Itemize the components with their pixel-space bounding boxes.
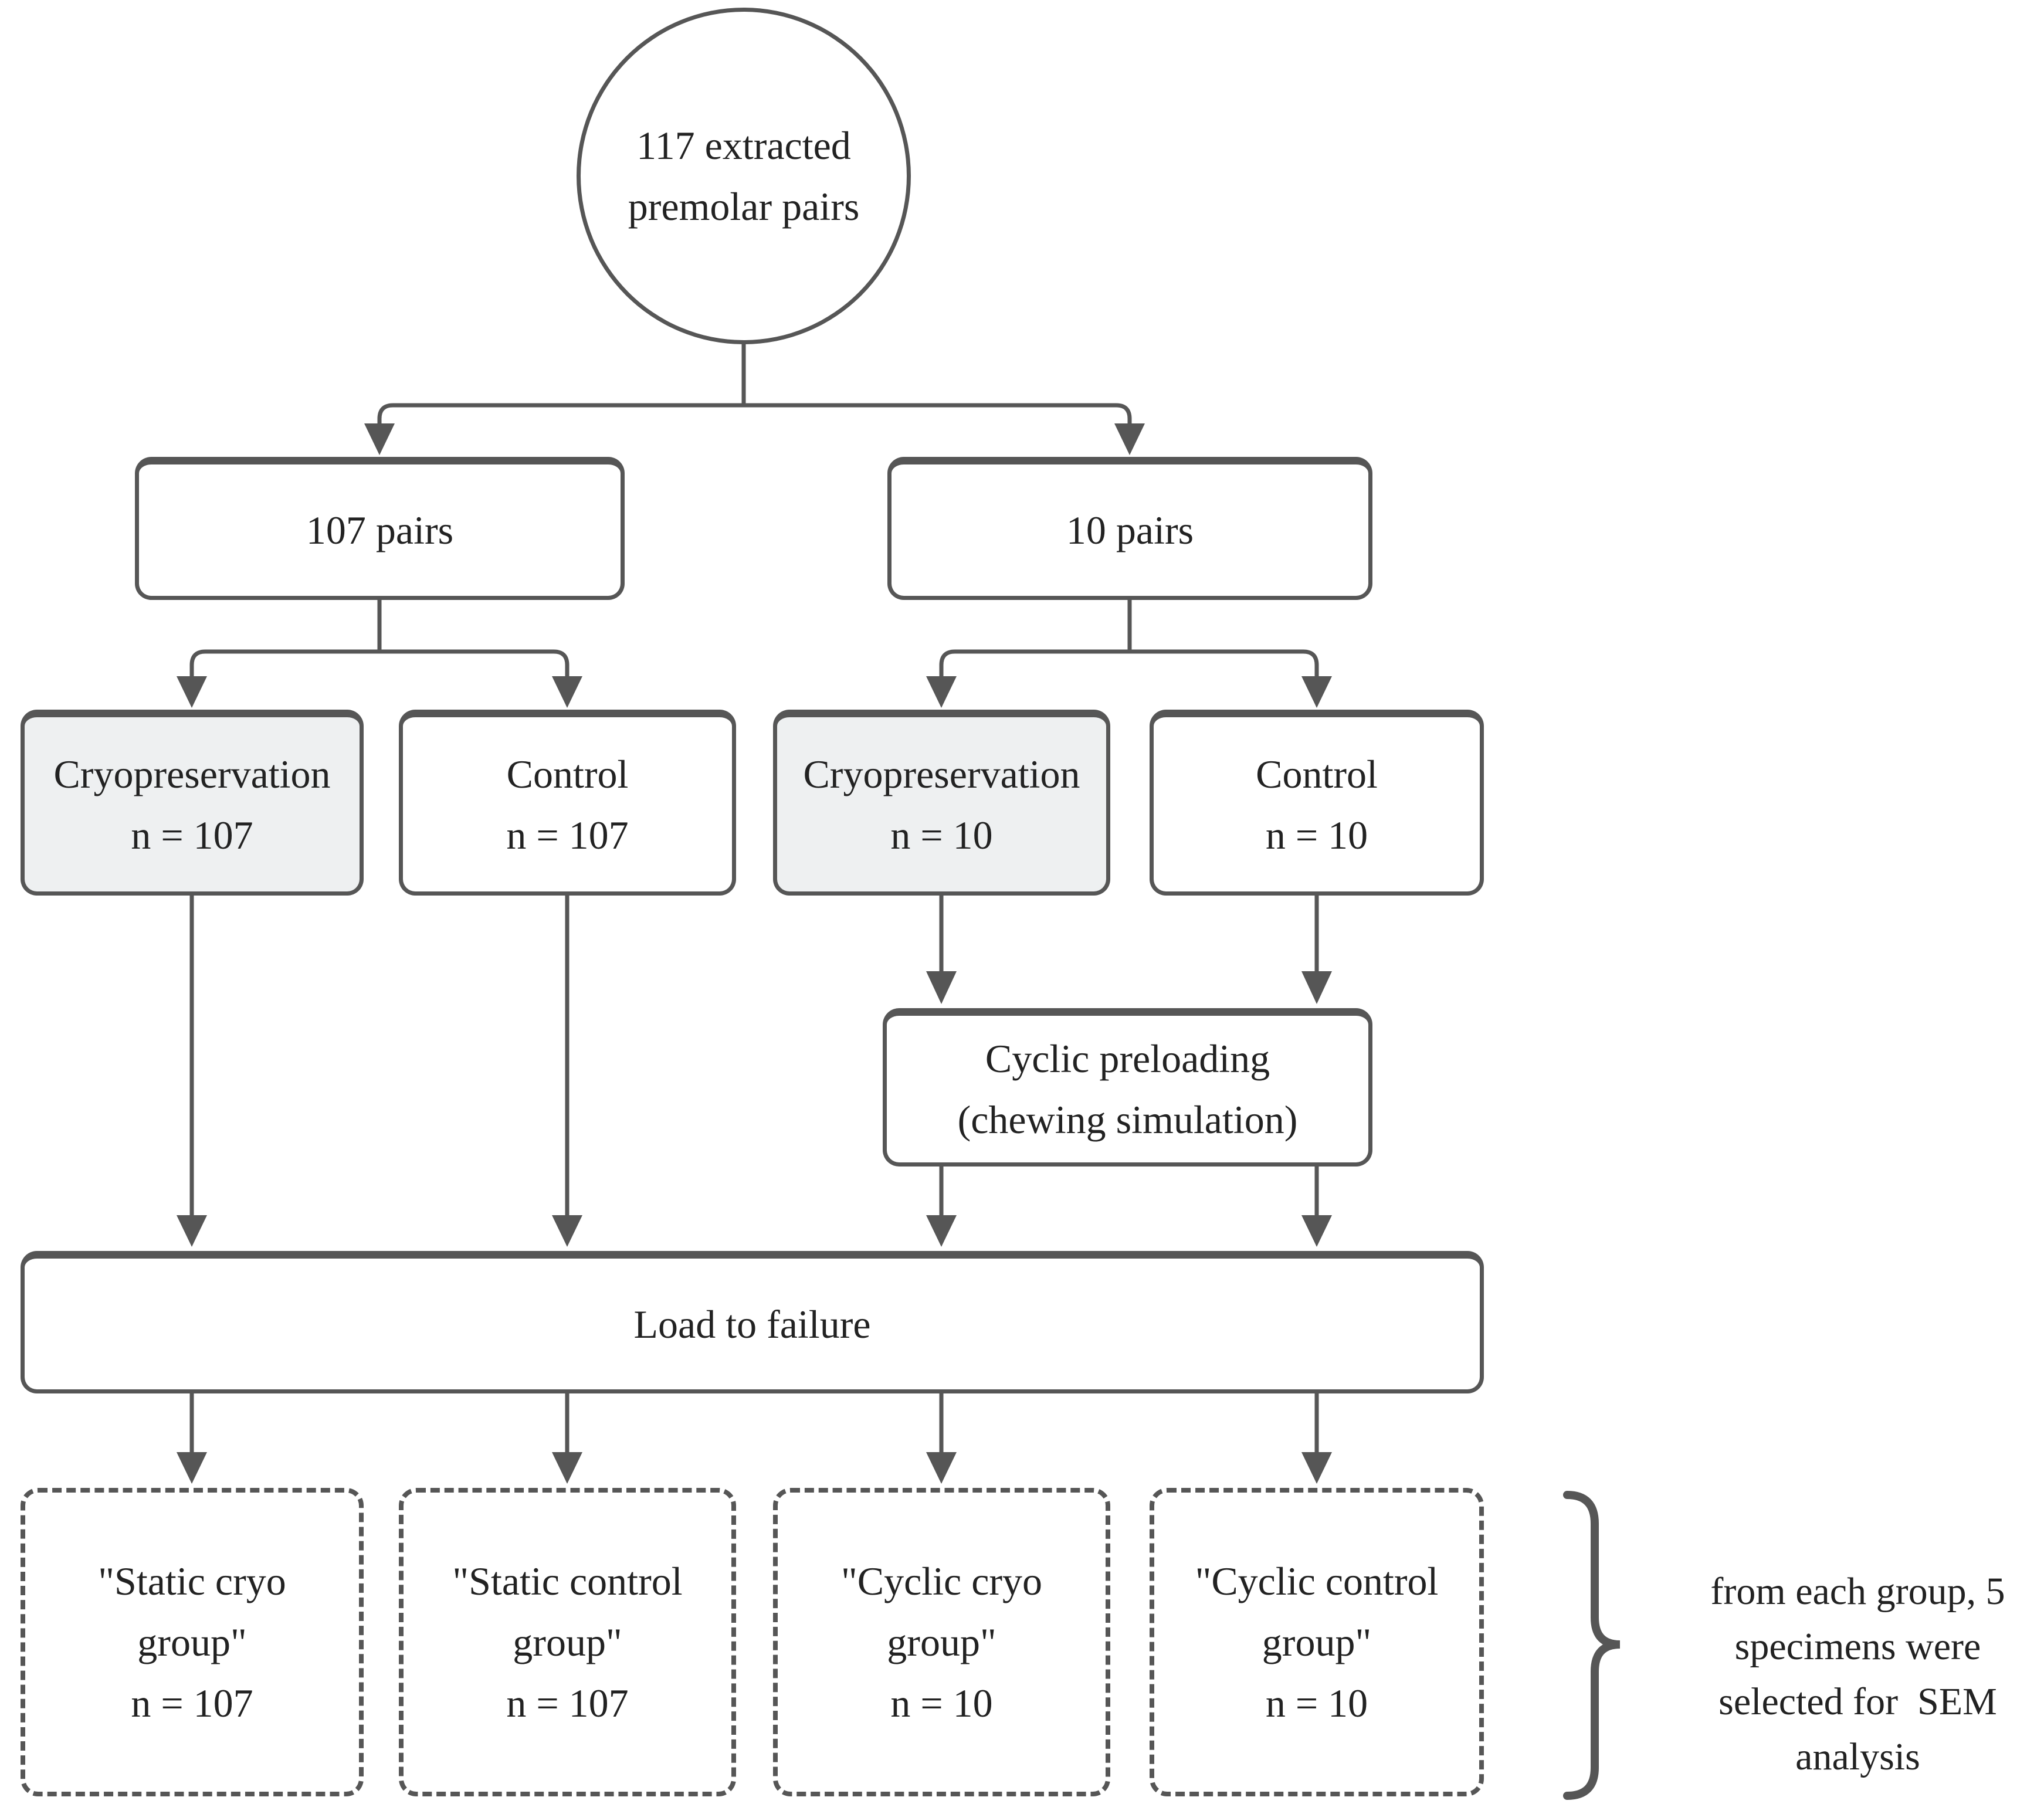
arrowhead-icon xyxy=(926,971,957,1004)
arrowhead-icon xyxy=(1114,423,1145,455)
node-label: premolar pairs xyxy=(628,184,860,229)
node-label: n = 107 xyxy=(506,1681,629,1725)
arrowhead-icon xyxy=(177,1452,207,1484)
node-label: "Cyclic control xyxy=(1195,1559,1439,1603)
node-label: Load to failure xyxy=(633,1301,871,1347)
connector-root-split xyxy=(377,403,1132,426)
note-line: analysis xyxy=(1795,1735,1920,1778)
arrowhead-icon xyxy=(552,676,582,708)
node-label: "Static cryo xyxy=(98,1559,286,1603)
node-cyclic-control-group: "Cyclic control group" n = 10 xyxy=(1150,1488,1484,1796)
node-107-pairs: 107 pairs xyxy=(135,457,625,600)
note-line: specimens were xyxy=(1734,1625,1981,1668)
node-label: n = 10 xyxy=(1265,812,1368,857)
arrowhead-icon xyxy=(1301,1215,1332,1247)
node-label: 10 pairs xyxy=(1066,508,1194,552)
node-cryopreservation-107: Cryopreservation n = 107 xyxy=(21,710,364,896)
node-label: n = 107 xyxy=(131,1681,253,1725)
arrowhead-icon xyxy=(552,1215,582,1247)
connector-107-split xyxy=(189,649,570,679)
node-control-10: Control n = 10 xyxy=(1150,710,1484,896)
connector-10-split xyxy=(939,649,1319,679)
node-10-pairs: 10 pairs xyxy=(887,457,1372,600)
node-static-control-group: "Static control group" n = 107 xyxy=(399,1488,736,1796)
sem-analysis-note: from each group, 5 specimens were select… xyxy=(1672,1548,2044,1800)
curly-brace-icon xyxy=(1563,1491,1621,1800)
node-label: n = 107 xyxy=(506,812,629,857)
node-load-to-failure: Load to failure xyxy=(21,1251,1484,1393)
arrowhead-icon xyxy=(364,423,395,455)
node-control-107: Control n = 107 xyxy=(399,710,736,896)
node-label: group" xyxy=(513,1620,622,1664)
arrowhead-icon xyxy=(926,1215,957,1247)
node-cryopreservation-10: Cryopreservation n = 10 xyxy=(773,710,1110,896)
arrowhead-icon xyxy=(177,1215,207,1247)
node-label: Cryopreservation xyxy=(53,751,331,796)
node-label: n = 10 xyxy=(890,1681,993,1725)
node-label: group" xyxy=(137,1620,247,1664)
node-label: Control xyxy=(506,751,629,796)
node-label: 117 extracted xyxy=(636,123,851,168)
node-label: Cryopreservation xyxy=(803,751,1080,796)
arrowhead-icon xyxy=(926,1452,957,1484)
node-label: group" xyxy=(887,1620,996,1664)
node-premolar-pairs: 117 extracted premolar pairs xyxy=(577,8,911,344)
note-line: from each group, 5 xyxy=(1710,1570,2005,1613)
node-label: "Cyclic cryo xyxy=(840,1559,1043,1603)
arrowhead-icon xyxy=(1301,1452,1332,1484)
node-label: group" xyxy=(1262,1620,1372,1664)
node-label: 107 pairs xyxy=(306,508,454,552)
note-line: selected for SEM xyxy=(1718,1680,1997,1723)
node-label: "Static control xyxy=(452,1559,683,1603)
node-label: n = 10 xyxy=(1265,1681,1368,1725)
node-label: n = 107 xyxy=(131,812,253,857)
node-label: Cyclic preloading xyxy=(985,1036,1270,1081)
node-cyclic-preloading: Cyclic preloading (chewing simulation) xyxy=(883,1008,1372,1167)
node-label: n = 10 xyxy=(890,812,993,857)
arrowhead-icon xyxy=(552,1452,582,1484)
node-label: (chewing simulation) xyxy=(957,1097,1298,1142)
arrowhead-icon xyxy=(177,676,207,708)
arrowhead-icon xyxy=(926,676,957,708)
node-label: Control xyxy=(1256,751,1378,796)
arrowhead-icon xyxy=(1301,676,1332,708)
arrowhead-icon xyxy=(1301,971,1332,1004)
node-cyclic-cryo-group: "Cyclic cryo group" n = 10 xyxy=(773,1488,1110,1796)
node-static-cryo-group: "Static cryo group" n = 107 xyxy=(21,1488,364,1796)
